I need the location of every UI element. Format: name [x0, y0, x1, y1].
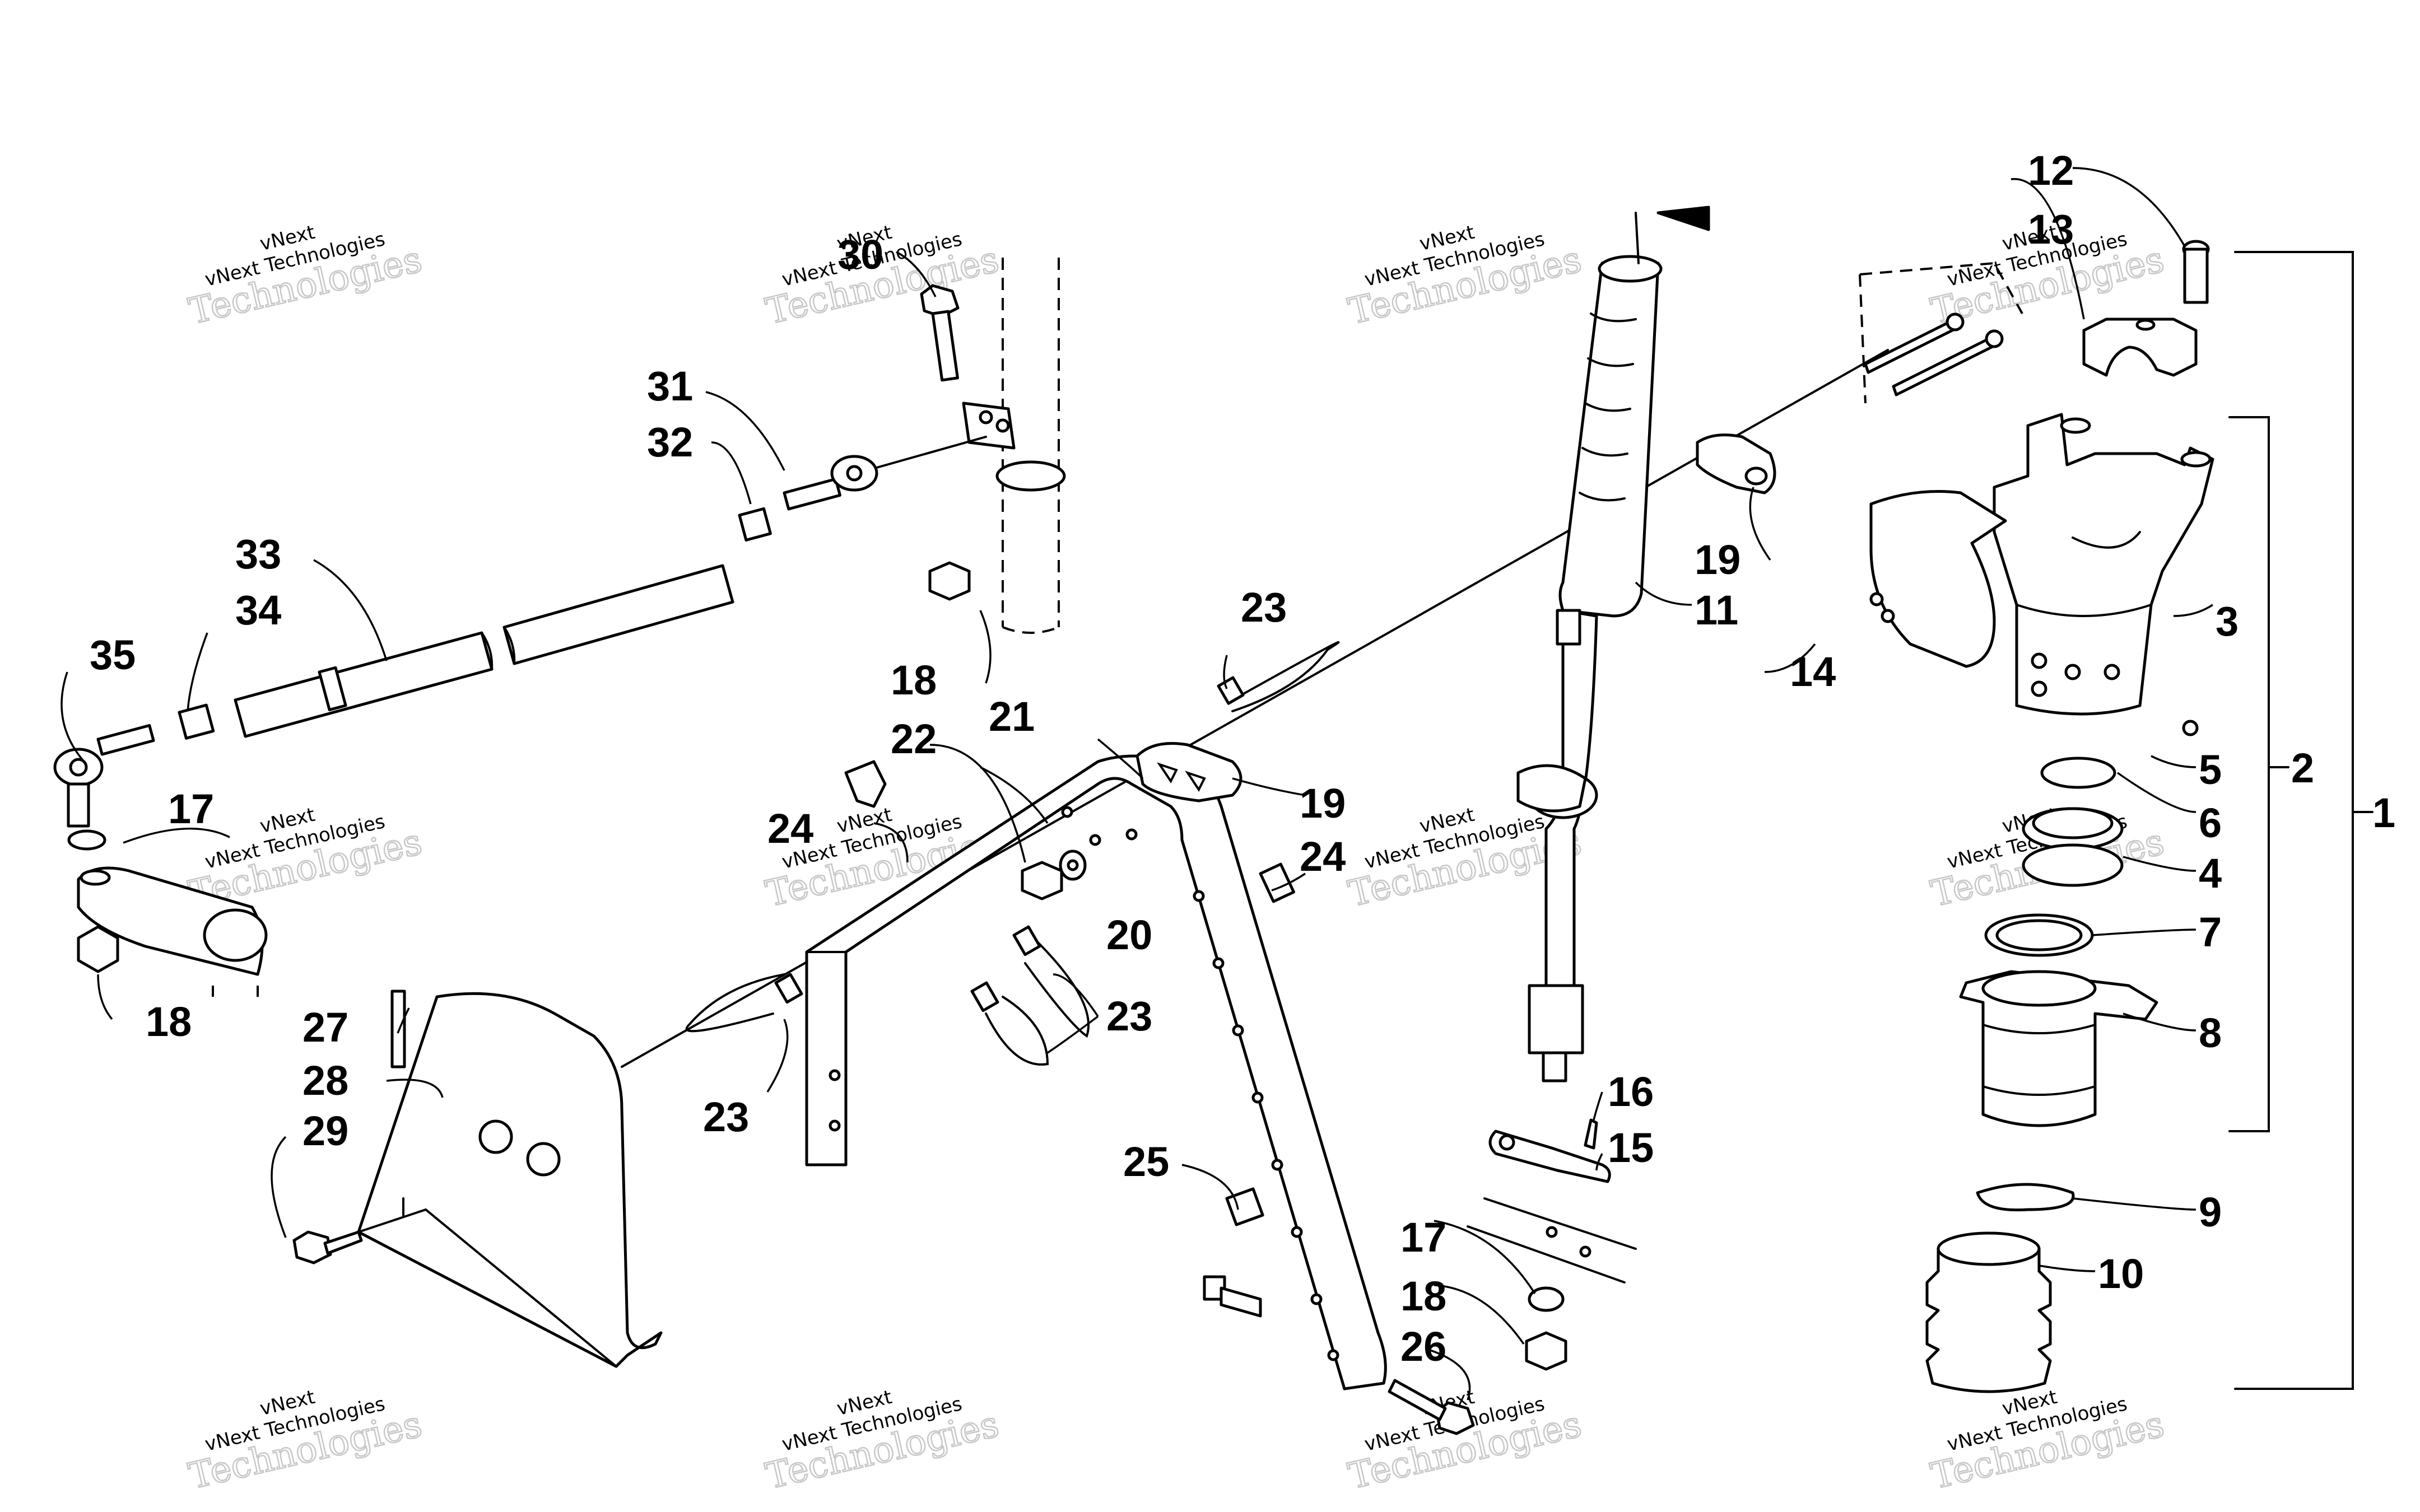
nut-18-upper [928, 561, 971, 601]
callout-30: 30 [837, 231, 883, 278]
leader-lines [61, 167, 2213, 1401]
callout-14: 14 [1790, 648, 1836, 695]
callout-9: 9 [2199, 1189, 2222, 1235]
bearing-4 [2022, 807, 2124, 887]
callout-10: 10 [2098, 1250, 2144, 1297]
callout-16: 16 [1608, 1068, 1654, 1115]
bracket-2 [2228, 416, 2270, 1132]
cable-tie-23-top [1231, 641, 1340, 712]
callout-29: 29 [302, 1108, 348, 1154]
snap-ring-9 [1976, 1183, 2075, 1212]
cable-tie-23-lower [985, 996, 1049, 1066]
handlebar-phantom [1859, 262, 2023, 404]
callout-18-left: 18 [146, 998, 192, 1045]
callout-6: 6 [2199, 800, 2222, 846]
callout-23-mid: 23 [1106, 993, 1152, 1039]
callout-24-right: 24 [1300, 833, 1346, 880]
cable-tie-23-mid [1024, 940, 1090, 1038]
callout-18-lower: 18 [1400, 1273, 1446, 1319]
clip-24-right [1259, 862, 1295, 903]
housing-3 [1993, 413, 2214, 716]
steering-post-11 [1516, 255, 1663, 1082]
grommet-25 [1225, 1187, 1264, 1226]
nut-18-lower [1525, 1331, 1567, 1371]
callout-32: 32 [647, 419, 693, 465]
callout-24-upper: 24 [767, 805, 813, 852]
callout-13: 13 [2028, 206, 2074, 253]
callout-3: 3 [2216, 598, 2238, 645]
callout-15: 15 [1608, 1124, 1654, 1171]
cotter-16 [1584, 1118, 1598, 1150]
callout-5: 5 [2199, 746, 2222, 793]
jam-nut-right [738, 507, 772, 542]
handlebar-clamp-13 [2082, 318, 2198, 377]
clamp-19-upper [1696, 433, 1776, 494]
ring-6 [2040, 757, 2116, 789]
callout-22: 22 [891, 716, 937, 762]
callout-28: 28 [302, 1057, 348, 1104]
callout-27: 27 [302, 1004, 348, 1051]
bolt-12 [2182, 240, 2210, 304]
callout-33: 33 [235, 531, 281, 577]
callout-17-lower: 17 [1400, 1214, 1446, 1261]
callout-35: 35 [90, 632, 136, 678]
nut-21 [1021, 861, 1063, 900]
callout-1: 1 [2372, 790, 2395, 836]
callout-2: 2 [2291, 745, 2314, 791]
frame-tube-phantom [962, 258, 1066, 634]
cable-tie-23-left [685, 973, 785, 1033]
callout-34: 34 [235, 587, 281, 633]
ball-5 [2182, 720, 2199, 736]
callout-23-left: 23 [703, 1094, 749, 1140]
callout-23-top: 23 [1241, 584, 1287, 631]
callout-7: 7 [2199, 909, 2222, 955]
callout-labels: 1 2 3 4 5 6 7 8 9 10 11 12 13 14 15 16 1… [90, 147, 2395, 1370]
callout-12: 12 [2028, 147, 2074, 194]
callout-19-upper: 19 [1695, 536, 1740, 583]
boot-10 [1925, 1231, 2052, 1393]
callout-25: 25 [1123, 1138, 1169, 1185]
pin-27 [390, 990, 406, 1068]
callout-19-lower: 19 [1300, 780, 1346, 827]
nut-18-left [77, 925, 119, 973]
rod-end-right [783, 477, 842, 511]
tie-rod-tube [234, 631, 494, 738]
callout-11: 11 [1695, 587, 1738, 633]
callout-31: 31 [647, 363, 693, 409]
bracket-1 [2234, 251, 2354, 1390]
callout-8: 8 [2199, 1010, 2222, 1056]
steering-arm-15 [1467, 1130, 1637, 1284]
bushing-8 [1959, 970, 2158, 1127]
callout-26: 26 [1400, 1323, 1446, 1370]
callout-20: 20 [1106, 912, 1152, 958]
pitman-arm [67, 829, 268, 997]
direction-flag-icon [1656, 206, 1710, 231]
callout-4: 4 [2199, 850, 2222, 897]
callout-17-left: 17 [168, 786, 214, 832]
callout-21: 21 [989, 693, 1035, 740]
tie-rod-assembly [53, 436, 987, 828]
bolt-30 [920, 284, 960, 382]
callout-18-upper: 18 [891, 657, 937, 703]
clip-24-upper [844, 760, 887, 808]
jam-nut-left [178, 703, 215, 740]
screw-29 [292, 1230, 332, 1264]
washer-17 [67, 829, 106, 851]
cover-14 [1869, 490, 2007, 668]
washer-17-lower [1528, 1286, 1565, 1312]
